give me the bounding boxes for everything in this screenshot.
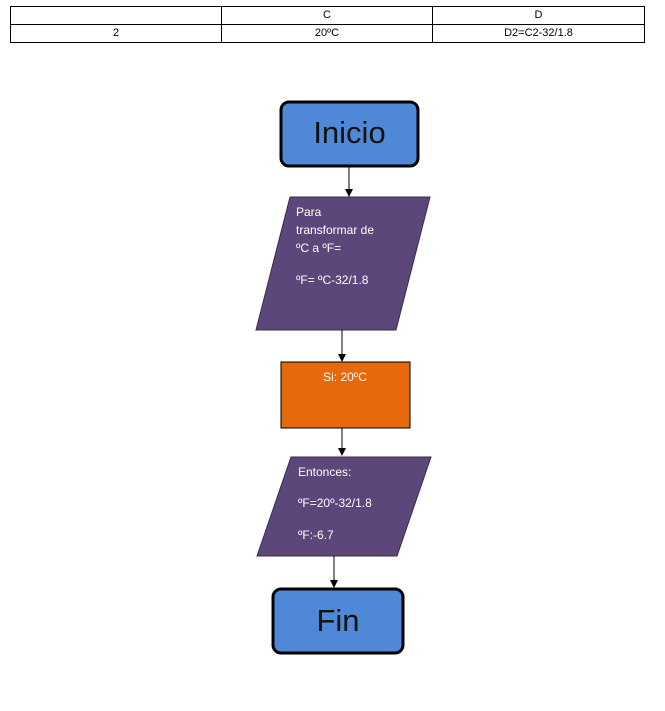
- start-shape: [279, 100, 420, 168]
- result-line-1: Entonces:: [298, 465, 351, 479]
- table-row: 2 20ºC D2=C2-32/1.8: [10, 24, 645, 43]
- input-shape-1: [255, 196, 431, 331]
- formula-cell: D2=C2-32/1.8: [432, 24, 645, 43]
- celsius-cell: 20ºC: [221, 24, 433, 43]
- end-terminal: Fin: [271, 587, 405, 655]
- output-shape: [256, 456, 432, 557]
- spreadsheet-table: C D 2 20ºC D2=C2-32/1.8: [10, 6, 645, 43]
- formula-line-1: Para: [296, 205, 322, 219]
- formula-line-3: ºC a ºF=: [296, 241, 341, 255]
- process-box: Si: 20ºC: [280, 361, 411, 429]
- formula-line-5: ºF= ºC-32/1.8: [296, 273, 369, 287]
- start-label: Inicio: [313, 115, 385, 150]
- svg-text:Para transformar de: Para transformar de ºC a ºF= ºF= ºC-32/1…: [296, 205, 377, 287]
- input-parallelogram-formula: Para transformar de ºC a ºF= ºF= ºC-32/1…: [255, 196, 431, 331]
- result-line-3: ºF:-6.7: [298, 528, 334, 542]
- end-label: Fin: [316, 603, 359, 638]
- output-parallelogram-result: Entonces: ºF=20º-32/1.8 ºF:-6.7: [256, 456, 432, 557]
- start-terminal: Inicio: [279, 100, 420, 168]
- formula-line-2: transformar de: [296, 223, 374, 237]
- table-header-row: C D: [10, 6, 645, 25]
- svg-text:Entonces: ºF=20º-32/1.8: Entonces: ºF=20º-32/1.8 ºF:-6.7: [298, 465, 375, 542]
- end-shape: [271, 587, 405, 655]
- result-line-2: ºF=20º-32/1.8: [298, 496, 372, 510]
- process-shape: [280, 361, 411, 429]
- process-label: Si: 20ºC: [323, 370, 367, 384]
